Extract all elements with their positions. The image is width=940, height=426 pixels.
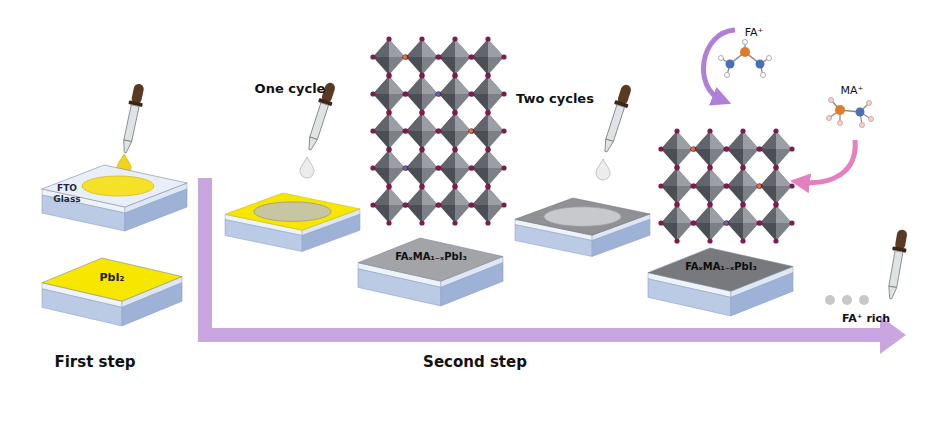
- step-label: One cycle: [255, 81, 326, 96]
- octahedron: [469, 147, 506, 188]
- precursor-puddle: [82, 176, 154, 196]
- step-label: MA⁺: [841, 84, 864, 97]
- ma-molecule: [827, 98, 874, 128]
- step-label: FA⁺: [745, 26, 764, 39]
- octahedron: [757, 128, 794, 169]
- octahedron: [370, 73, 407, 114]
- exchange-arrow: [800, 140, 855, 183]
- octahedron: [724, 128, 761, 169]
- octahedron: [436, 36, 473, 77]
- octahedron: [658, 165, 695, 206]
- substrate-shape: [648, 248, 793, 320]
- substrate: [225, 193, 360, 251]
- octahedron: [724, 202, 761, 243]
- pipette: [118, 83, 146, 154]
- octahedron: [469, 184, 506, 225]
- node-text: FTO Glass: [48, 183, 86, 205]
- cation-atom: [436, 92, 440, 96]
- step-label: Two cycles: [516, 91, 594, 106]
- substrate: [515, 198, 650, 256]
- octahedron: [724, 165, 761, 206]
- cation-atom: [403, 166, 407, 170]
- step-label: First step: [54, 353, 135, 371]
- cation-atom: [403, 55, 407, 59]
- substrate-shape: [358, 238, 503, 310]
- octahedron: [436, 73, 473, 114]
- step-label: Second step: [423, 353, 527, 371]
- octahedron: [403, 36, 440, 77]
- pbi2-substrate: PbI₂: [42, 258, 182, 330]
- node-text: PbI₂: [82, 271, 142, 284]
- octahedron: [691, 128, 728, 169]
- octahedron: [469, 110, 506, 151]
- octahedron: [691, 165, 728, 206]
- node-text: FAₓMA₁₋ₓPbI₃: [666, 261, 776, 273]
- octahedron: [370, 110, 407, 151]
- octahedron: [436, 147, 473, 188]
- solution-drop: [300, 157, 314, 178]
- perovskite-substrate: FAₓMA₁₋ₓPbI₃: [648, 248, 793, 320]
- substrate: FTO Glass: [42, 165, 187, 235]
- process-arrow: [198, 178, 906, 354]
- octahedron: [469, 36, 506, 77]
- octahedron: [658, 128, 695, 169]
- cation-atom: [469, 129, 473, 133]
- film-surface: [42, 258, 182, 301]
- octahedron: [403, 110, 440, 151]
- crystal-structure: [658, 128, 794, 243]
- octahedron: [691, 202, 728, 243]
- cation-atom: [691, 147, 695, 151]
- octahedron: [436, 110, 473, 151]
- octahedron: [403, 73, 440, 114]
- cation-atom: [757, 184, 761, 188]
- cation-atom: [724, 221, 728, 225]
- solution-droplet: [842, 295, 852, 305]
- step-label: FA⁺ rich: [842, 312, 890, 325]
- solution-puddle: [254, 202, 331, 221]
- perovskite-substrate: FAₓMA₁₋ₓPbI₃: [358, 238, 503, 310]
- node-text: FAₓMA₁₋ₓPbI₃: [376, 251, 486, 263]
- solution-drop: [596, 159, 610, 180]
- octahedron: [658, 202, 695, 243]
- solution-droplet: [825, 295, 835, 305]
- solution-puddle: [544, 207, 621, 226]
- pipette: [884, 229, 910, 300]
- fa-molecule: [719, 40, 772, 78]
- film-surface: [358, 238, 503, 281]
- solution-droplet: [859, 295, 869, 305]
- octahedron: [370, 147, 407, 188]
- octahedron: [757, 165, 794, 206]
- crystal-structure: [370, 36, 506, 225]
- pipette: [599, 83, 634, 154]
- octahedron: [757, 202, 794, 243]
- octahedron: [403, 147, 440, 188]
- pbi2-film: [225, 193, 360, 230]
- substrate-shape: [42, 258, 182, 330]
- perovskite-film: [515, 198, 650, 235]
- film-surface: [648, 248, 793, 291]
- octahedron: [370, 36, 407, 77]
- octahedron: [469, 73, 506, 114]
- octahedron: [403, 184, 440, 225]
- exchange-arrow: [703, 30, 735, 100]
- octahedron: [370, 184, 407, 225]
- film-surface: [42, 165, 187, 207]
- octahedron: [436, 184, 473, 225]
